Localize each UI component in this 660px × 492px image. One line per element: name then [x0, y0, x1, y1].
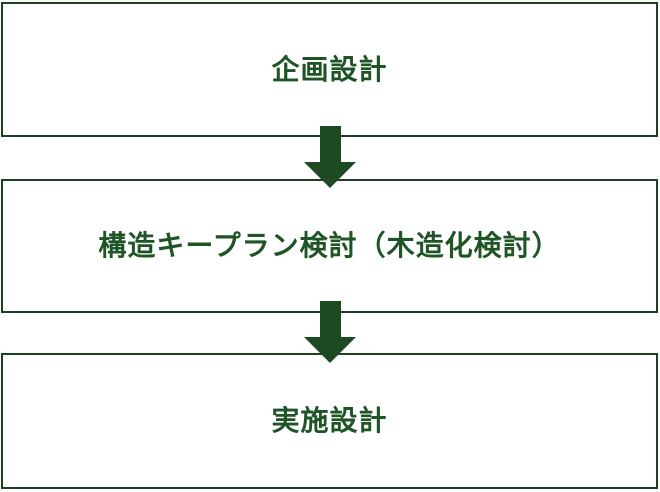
step-label-implementation-design: 実施設計 — [271, 405, 388, 436]
step-label-planning-design: 企画設計 — [271, 53, 388, 85]
step-box-planning-design: 企画設計 — [1, 2, 658, 137]
step-box-structural-key-plan-review: 構造キープラン検討（木造化検討） — [1, 179, 658, 313]
down-arrow-icon — [304, 126, 356, 188]
step-label-structural-key-plan-review: 構造キープラン検討（木造化検討） — [98, 230, 561, 261]
down-arrow-icon — [304, 301, 356, 363]
step-box-implementation-design: 実施設計 — [1, 353, 658, 489]
